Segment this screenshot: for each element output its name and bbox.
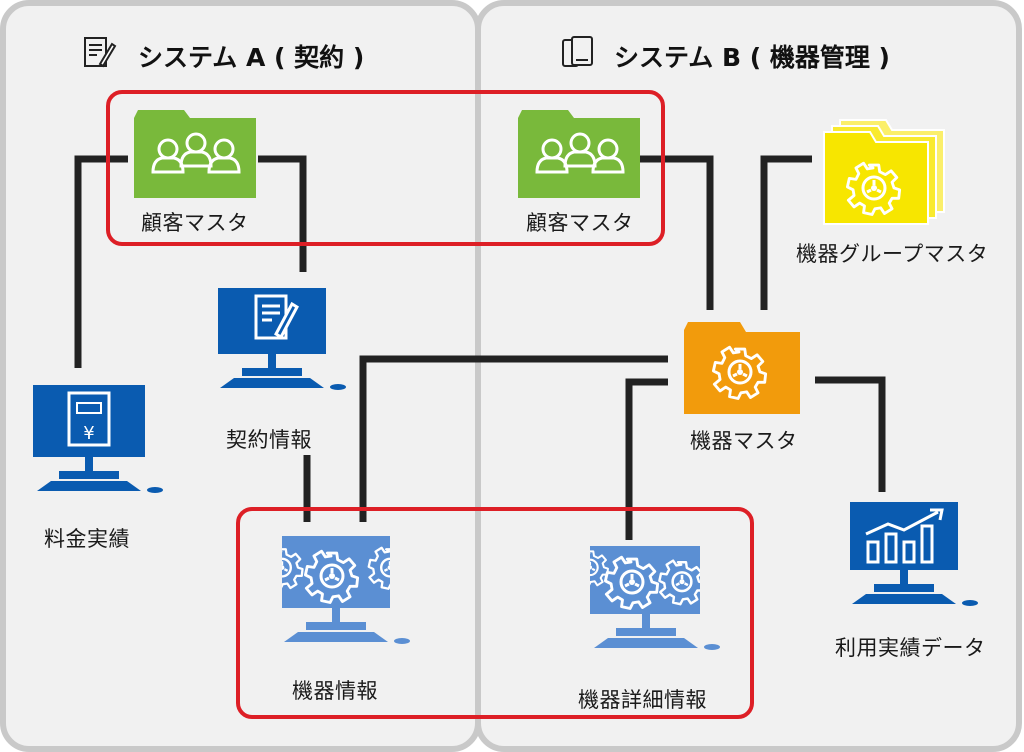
customer-folder-icon xyxy=(134,110,256,198)
customer-master-a-label: 顧客マスタ xyxy=(141,211,249,235)
customer-master-highlight xyxy=(106,90,665,246)
system-a-title: システム A ( 契約 ) xyxy=(138,43,365,72)
connector-equipment-master-to-detail-info xyxy=(625,378,668,540)
contract-document-icon xyxy=(84,37,117,68)
contract-monitor-icon xyxy=(218,288,346,390)
chart-monitor-icon xyxy=(850,502,978,606)
contract-info-label: 契約情報 xyxy=(226,428,312,452)
connector-equipment-master-to-equipment-info xyxy=(359,355,668,522)
devices-icon xyxy=(562,36,593,67)
billing-monitor-icon: ¥ xyxy=(33,385,163,493)
billing-record-label: 料金実績 xyxy=(44,527,130,551)
equipment-detail-info-label: 機器詳細情報 xyxy=(578,688,707,712)
gear-monitor-icon xyxy=(560,546,730,650)
equipment-info-highlight xyxy=(236,507,754,719)
system-b-title: システム B ( 機器管理 ) xyxy=(614,43,890,72)
gear-monitor-icon xyxy=(252,536,420,644)
connector-group-master-to-equipment-master xyxy=(760,155,812,310)
gear-folder-icon xyxy=(684,322,800,414)
equipment-info-label: 機器情報 xyxy=(292,679,378,703)
usage-record-data-label: 利用実績データ xyxy=(835,636,986,660)
gear-folder-stack-icon xyxy=(823,119,945,225)
connector-equipment-master-to-usage-data xyxy=(815,376,886,492)
customer-folder-icon xyxy=(518,110,640,198)
system-a-panel xyxy=(0,0,481,752)
equipment-group-master-label: 機器グループマスタ xyxy=(796,242,989,266)
svg-text:¥: ¥ xyxy=(83,423,94,444)
equipment-master-label: 機器マスタ xyxy=(690,429,798,453)
connector-lines xyxy=(74,155,886,540)
connector-customer-a-to-billing xyxy=(74,155,128,368)
customer-master-b-label: 顧客マスタ xyxy=(526,211,634,235)
connector-customer-a-to-contract xyxy=(258,155,307,272)
